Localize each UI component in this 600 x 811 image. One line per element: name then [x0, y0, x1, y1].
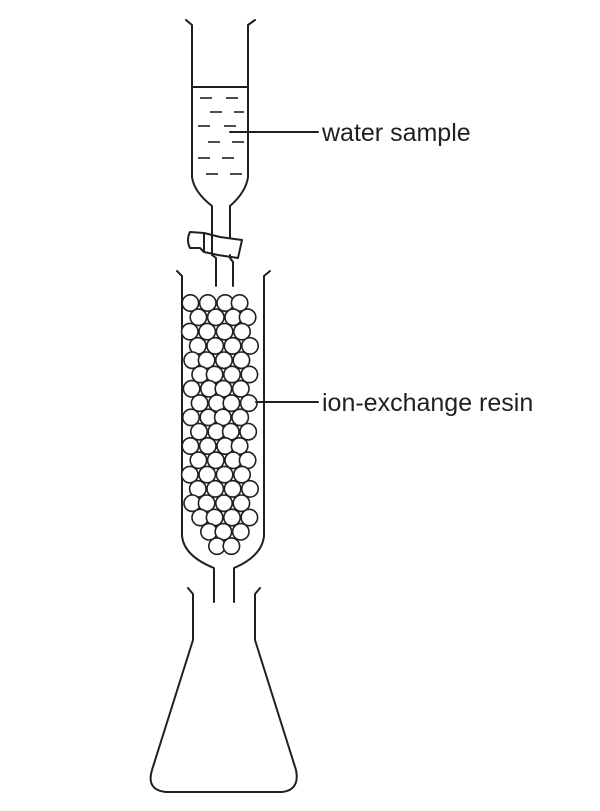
resin-bead [240, 508, 259, 527]
resin-bead [189, 451, 208, 470]
resin-bead [239, 422, 258, 441]
water-sample-label: water sample [321, 119, 471, 147]
resin-bead [241, 336, 260, 355]
flask-outline [149, 587, 298, 793]
stopcock-tap [187, 231, 243, 259]
resin-bead [206, 451, 225, 470]
resin-bead [198, 322, 217, 341]
resin-bead [198, 436, 217, 455]
resin-bead [232, 351, 251, 370]
resin-bead [206, 479, 225, 498]
conical-flask [149, 587, 298, 793]
resin-bead [239, 394, 258, 413]
resin-label: ion-exchange resin [322, 389, 533, 417]
resin-bead [240, 365, 259, 384]
resin-bead [223, 365, 242, 384]
burette-outline [185, 19, 217, 287]
resin-bead [190, 394, 209, 413]
resin-bead [182, 408, 201, 427]
resin-bead [215, 351, 234, 370]
resin-bead [180, 465, 199, 484]
resin-bead [215, 465, 234, 484]
resin-bead [223, 479, 242, 498]
resin-beads [180, 293, 260, 556]
resin-bead [198, 465, 217, 484]
resin-bead [231, 522, 250, 541]
resin-bead [190, 422, 209, 441]
resin-bead [182, 379, 201, 398]
resin-bead [231, 408, 250, 427]
resin-bead [231, 379, 250, 398]
resin-bead [223, 508, 242, 527]
tap-handle [187, 231, 243, 259]
resin-bead [223, 336, 242, 355]
burette-outline-right [229, 19, 256, 287]
resin-bead [180, 322, 199, 341]
resin-bead [181, 436, 200, 455]
resin-bead [222, 537, 241, 556]
resin-bead [233, 465, 252, 484]
resin-bead [206, 308, 225, 327]
resin-bead [241, 479, 260, 498]
resin-bead [215, 494, 234, 513]
resin-bead [206, 336, 225, 355]
resin-bead [215, 322, 234, 341]
column-outline-right [233, 270, 271, 603]
burette [185, 19, 256, 287]
resin-bead [233, 322, 252, 341]
resin-bead [181, 293, 200, 312]
resin-bead [189, 308, 208, 327]
water-sample-liquid [198, 97, 244, 175]
column-outline [176, 270, 215, 603]
resin-column [176, 270, 271, 603]
resin-bead [222, 394, 241, 413]
resin-bead [198, 293, 217, 312]
resin-bead [232, 494, 251, 513]
